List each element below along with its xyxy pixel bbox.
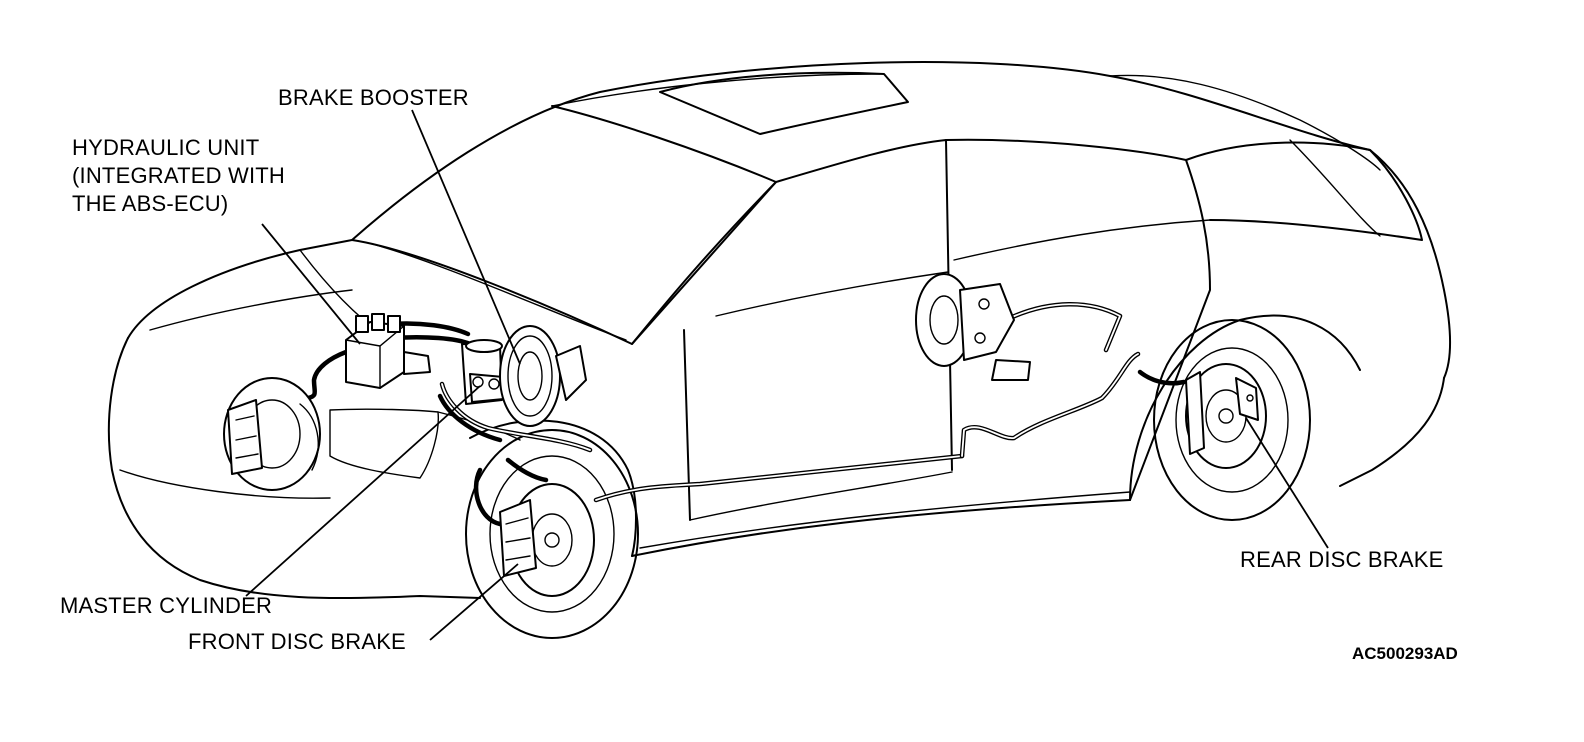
label-rear-disc-brake: REAR DISC BRAKE [1240,547,1444,572]
front-wheel [465,429,639,639]
leader-rear-disc-brake [1245,417,1329,549]
hydraulic-unit-drawing [345,313,431,389]
leader-lines [245,109,1329,641]
label-hydraulic-unit-line-3: THE ABS-ECU) [72,191,229,216]
leader-hydraulic-unit [261,223,361,345]
label-master-cylinder: MASTER CYLINDER [60,593,273,618]
rear-disc-brake-drawing [1185,363,1267,469]
label-hydraulic-unit-line-2: (INTEGRATED WITH [72,163,285,188]
leader-master-cylinder [245,385,481,597]
rear-wheel [1153,319,1311,521]
brake-lines [305,302,1187,527]
leader-brake-booster [411,109,521,365]
rear-suspension-drawing [915,273,1031,381]
front-disc-brake-drawing [499,483,595,597]
label-front-disc-brake: FRONT DISC BRAKE [188,629,406,654]
label-brake-booster: BRAKE BOOSTER [278,85,469,110]
front-left-brake-drawing [223,377,321,491]
label-hydraulic-unit-line-1: HYDRAULIC UNIT [72,135,260,160]
figure-id: AC500293AD [1352,644,1458,663]
leader-front-disc-brake [429,563,519,641]
brake-booster-drawing [499,325,587,427]
